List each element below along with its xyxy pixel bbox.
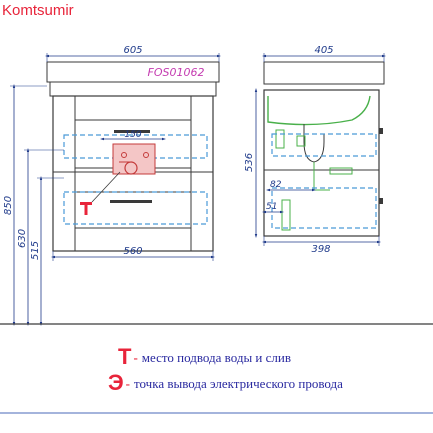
front-basin-skirt [49, 81, 217, 97]
legend-text-water: место подвода воды и слив [141, 350, 291, 365]
front-handle-lower [110, 200, 152, 203]
front-cabinet [52, 95, 214, 252]
legend-row-water: Т-место подвода воды и слив [118, 344, 291, 369]
dim-depth-bottom: 398 [311, 244, 330, 255]
front-dashed-upper [63, 134, 208, 159]
dim-inner-width: 150 [124, 130, 141, 140]
front-drawer-lower [74, 191, 192, 229]
side-dashed-lower [271, 187, 377, 229]
dim-height-total: 850 [3, 196, 14, 215]
dim-51: 51 [266, 202, 277, 212]
legend-symbol-electric: Э [108, 370, 124, 395]
front-handle-upper [114, 130, 150, 133]
dim-bottom-width: 560 [123, 246, 142, 257]
water-point-icon [80, 202, 92, 215]
side-basin-bowl [267, 95, 371, 126]
dim-height-515: 515 [30, 241, 41, 260]
dim-side-height: 536 [244, 153, 255, 172]
side-view: 405 398 536 82 51 [244, 45, 386, 255]
electric-outlet-icon-2 [143, 152, 149, 158]
side-dashed-upper [271, 133, 377, 157]
dim-depth-top: 405 [314, 45, 333, 56]
dim-82: 82 [270, 180, 282, 190]
side-cabinet [263, 89, 380, 237]
front-view: 605 FOS01062 150 560 850 630 515 [3, 45, 221, 326]
electric-outlet-icon [121, 152, 127, 158]
utility-box [112, 143, 156, 175]
dim-height-630: 630 [17, 229, 28, 248]
legend-row-electric: Э-точка вывода электрического провода [108, 370, 343, 395]
legend-symbol-water: Т [118, 344, 132, 369]
side-basin-top [263, 61, 385, 85]
brand-label: Komtsumir [2, 2, 74, 19]
legend-text-electric: точка вывода электрического провода [134, 376, 343, 391]
model-label: FOS01062 [148, 66, 205, 79]
dim-top-width: 605 [123, 45, 142, 56]
